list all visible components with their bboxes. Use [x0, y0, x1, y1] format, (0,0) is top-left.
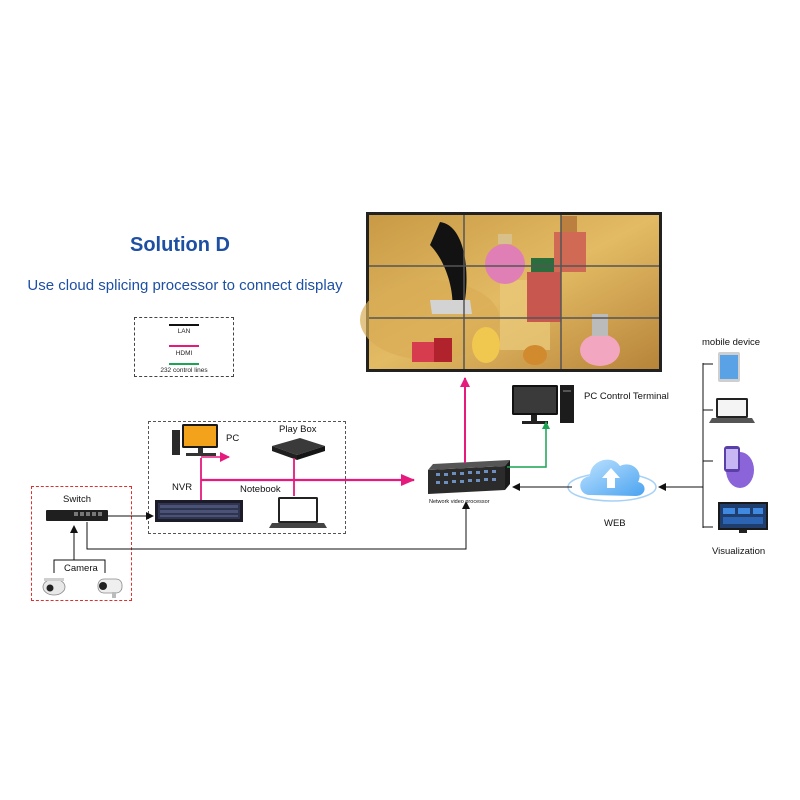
- page-subtitle: Use cloud splicing processor to connect …: [27, 277, 343, 294]
- legend-hdmi-line: [169, 345, 199, 347]
- cloud-web-icon: [567, 459, 657, 502]
- network-video-processor-icon: [428, 460, 510, 494]
- camera-switch-group: [31, 486, 132, 601]
- pc-control-terminal-label: PC Control Terminal: [584, 391, 669, 402]
- lan-camera-bracket: [53, 559, 106, 573]
- tablet-icon: [718, 352, 740, 382]
- pc-icon: [172, 424, 218, 456]
- source-devices-group: [148, 421, 346, 534]
- visualization-screen-icon: [718, 502, 768, 533]
- camera-icon: [42, 578, 66, 596]
- mobile-device-label: mobile device: [702, 337, 761, 348]
- visualization-label: Visualization: [712, 546, 766, 557]
- switch-icon: [46, 510, 108, 521]
- video-wall: [360, 212, 662, 372]
- nvr-label: NVR: [172, 482, 193, 493]
- switch-label: Switch: [63, 494, 91, 505]
- pc-label: PC: [226, 433, 240, 444]
- nvr-icon: [155, 500, 243, 522]
- legend-control-line: [169, 363, 199, 365]
- legend-lan-label: LAN: [177, 328, 191, 335]
- web-label: WEB: [604, 518, 626, 529]
- play-box-label: Play Box: [279, 424, 317, 435]
- play-box-icon: [272, 438, 325, 460]
- network-video-processor-label: Network video processor: [429, 499, 490, 505]
- legend-control-label: 232 control lines: [160, 367, 208, 374]
- notebook-label: Notebook: [240, 484, 281, 495]
- control-line: [507, 421, 550, 468]
- laptop-icon: [709, 398, 755, 423]
- legend: LAN HDMI 232 control lines: [134, 317, 234, 377]
- mobile-phone-icon: [724, 446, 754, 488]
- page-title: Solution D: [130, 234, 230, 256]
- camera-label: Camera: [64, 563, 98, 574]
- legend-lan-line: [169, 324, 199, 326]
- camera-icon: [97, 578, 123, 598]
- legend-hdmi-label: HDMI: [175, 350, 193, 357]
- lan-switch-processor: [86, 501, 470, 550]
- notebook-icon: [269, 497, 327, 528]
- pc-control-terminal-icon: [512, 385, 574, 424]
